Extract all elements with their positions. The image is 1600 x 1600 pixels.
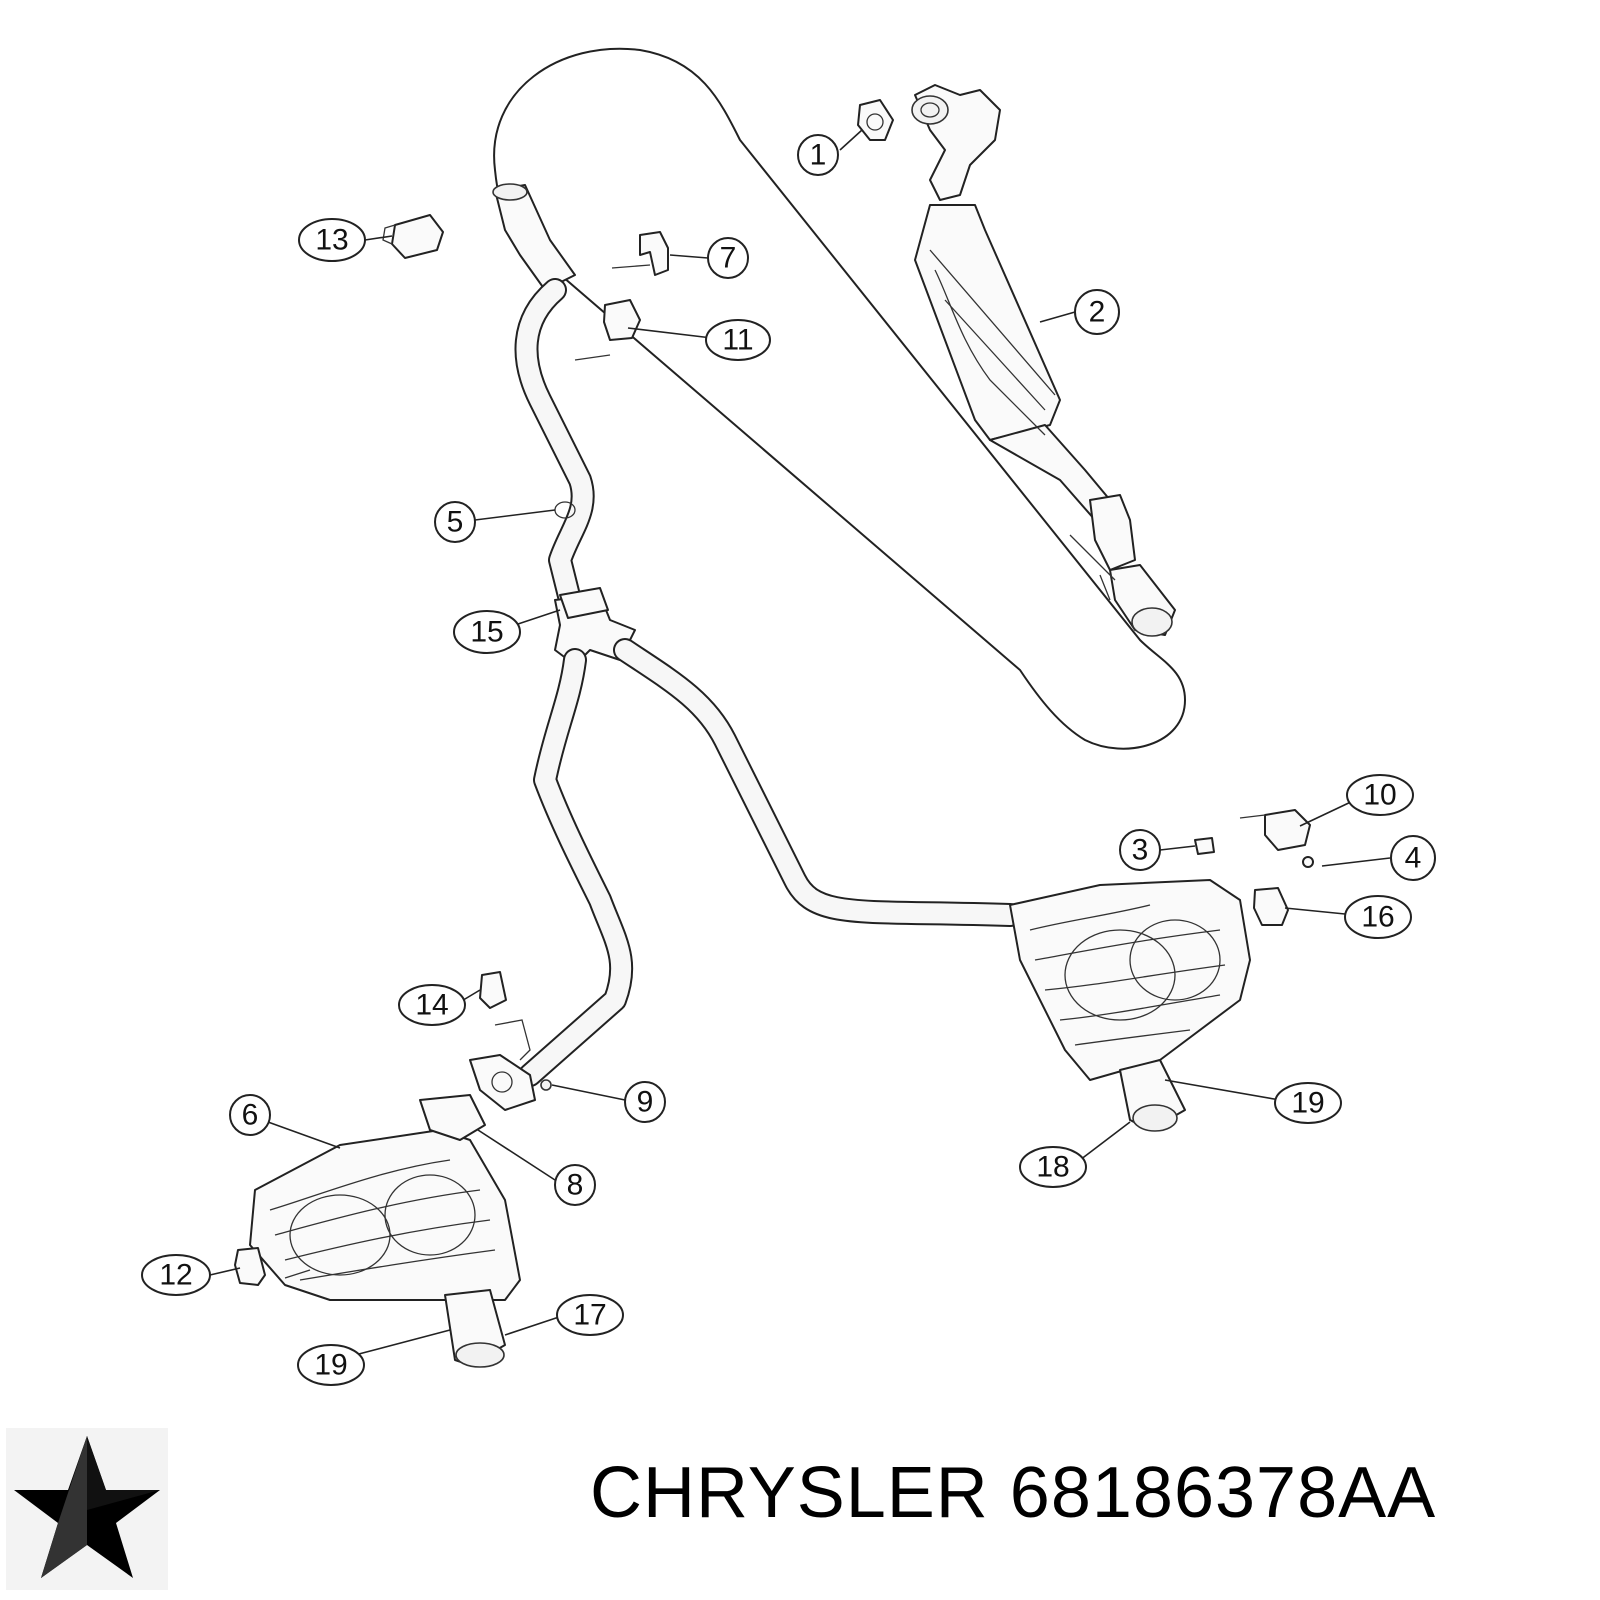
callout-10: 10 [1346,774,1414,816]
callout-label: 14 [415,989,448,1022]
callout-11: 11 [705,319,771,361]
callout-label: 5 [447,506,464,539]
gasket [857,99,894,141]
isolator-12 [234,1247,311,1286]
callout-19-right: 19 [1274,1082,1342,1124]
intermediate-pipe [492,183,595,612]
callout-label: 7 [720,242,737,275]
callout-label: 4 [1405,842,1422,875]
nut-4 [1302,856,1314,868]
callout-4: 4 [1390,835,1436,881]
callout-8: 8 [554,1164,596,1206]
callout-14: 14 [398,984,466,1026]
callout-19-left: 19 [297,1344,365,1386]
callout-3: 3 [1119,829,1161,871]
callout-label: 16 [1361,901,1394,934]
callout-18: 18 [1019,1146,1087,1188]
catalytic-converter [911,84,1176,637]
callout-6: 6 [229,1094,271,1136]
callout-5: 5 [434,501,476,543]
callout-label: 9 [637,1086,654,1119]
callout-label: 12 [159,1259,192,1292]
callout-label: 8 [567,1169,584,1202]
left-muffler [249,1094,521,1368]
assembly-group-outline [493,47,1187,750]
callout-label: 19 [1291,1087,1324,1120]
part-title: CHRYSLER 68186378AA [590,1453,1437,1533]
right-muffler [1009,879,1251,1132]
flange [469,1054,552,1111]
callout-label: 19 [314,1349,347,1382]
leader-lines [209,129,1391,1356]
isolator [574,299,641,361]
hanger-10 [1239,809,1311,851]
callout-label: 6 [242,1099,259,1132]
callout-label: 18 [1036,1151,1069,1184]
callout-label: 15 [470,616,503,649]
bracket [611,231,669,276]
callout-label: 10 [1363,779,1396,812]
callout-label: 11 [722,324,753,357]
callout-label: 2 [1089,296,1106,329]
bolt-3 [1194,837,1215,855]
callout-label: 13 [315,224,348,257]
clamp [382,214,444,259]
y-pipe [518,594,1022,1087]
callout-16: 16 [1344,895,1412,939]
callout-2: 2 [1074,289,1120,335]
callout-13: 13 [298,218,366,262]
callout-15: 15 [453,610,521,654]
exhaust-system-diagram: 1 2 3 4 5 6 7 8 9 10 11 12 [141,47,1436,1386]
callout-17: 17 [556,1294,624,1336]
callout-7: 7 [707,237,749,279]
callout-label: 17 [573,1299,606,1332]
callout-1: 1 [797,134,839,176]
hanger-insulator-14 [479,971,531,1061]
callout-12: 12 [141,1254,211,1296]
clamp-15 [559,587,609,619]
callout-label: 1 [810,139,827,172]
callout-label: 3 [1132,834,1149,867]
callout-9: 9 [624,1081,666,1123]
isolator-16 [1253,887,1289,926]
chrysler-pentastar-icon [6,1428,168,1590]
